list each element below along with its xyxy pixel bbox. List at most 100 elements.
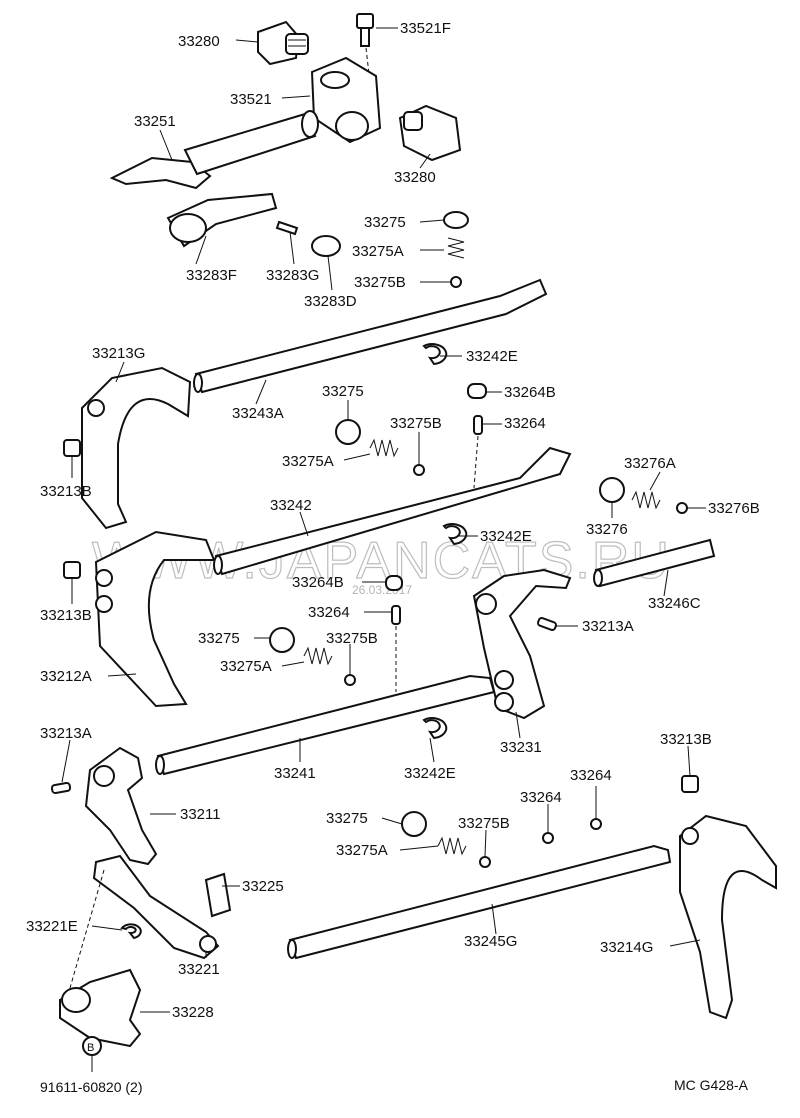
label-33264-a: 33264: [504, 415, 546, 432]
label-33241: 33241: [274, 765, 316, 782]
label-33275-a: 33275: [364, 214, 406, 231]
label-33246c: 33246C: [648, 595, 701, 612]
spring-33275a-a: [447, 237, 465, 259]
label-33521: 33521: [230, 91, 272, 108]
label-33275a-a: 33275A: [352, 243, 404, 260]
label-33275-c: 33275: [198, 630, 240, 647]
plug-33276: [599, 477, 625, 503]
ring-33283d: [311, 235, 341, 257]
pin-33264-a: [473, 415, 483, 435]
label-33275b-d: 33275B: [458, 815, 510, 832]
plug-33275-b: [335, 419, 361, 445]
label-33264-d: 33264: [520, 789, 562, 806]
bolt-33521f: [356, 13, 374, 47]
label-33243a: 33243A: [232, 405, 284, 422]
ring-33242e-c: [422, 717, 448, 740]
label-33251: 33251: [134, 113, 176, 130]
label-33521f: 33521F: [400, 20, 451, 37]
shift-lever-shaft-33251: [109, 110, 319, 190]
bolt-b-mark: B: [87, 1042, 94, 1054]
rod-33245g: [287, 844, 672, 960]
label-33213a-a: 33213A: [582, 618, 634, 635]
shift-head-33521: [310, 56, 382, 144]
ball-33275b-d: [479, 856, 491, 868]
rod-33243a: [193, 278, 548, 394]
clip-33221e: [120, 923, 142, 940]
label-33225: 33225: [242, 878, 284, 895]
figure-code: MC G428-A: [674, 1077, 749, 1093]
bracket-33228: [59, 968, 142, 1048]
plug-33213b-b: [63, 561, 81, 579]
label-33283d: 33283D: [304, 293, 357, 310]
ball-33276b: [676, 502, 688, 514]
pin-33264-b: [391, 605, 401, 625]
label-33275-b: 33275: [322, 383, 364, 400]
label-33213a-b: 33213A: [40, 725, 92, 742]
part-labels: 33280 33521F 33521 33251 33280 33275 332…: [26, 20, 760, 1095]
label-33231: 33231: [500, 739, 542, 756]
label-33214g: 33214G: [600, 939, 653, 956]
label-33242e-a: 33242E: [466, 348, 518, 365]
ball-33264-d: [590, 818, 602, 830]
label-33242e-b: 33242E: [480, 528, 532, 545]
fork-33212a: [94, 530, 216, 708]
label-33264b-a: 33264B: [504, 384, 556, 401]
date-stamp: 26.03.2017: [352, 583, 412, 597]
plug-33283f: [166, 192, 278, 248]
plug-33275-d: [401, 811, 427, 837]
spring-33275a-b: [369, 438, 399, 458]
label-33275a-b: 33275A: [282, 453, 334, 470]
label-33283g: 33283G: [266, 267, 319, 284]
plug-33213b-c: [681, 775, 699, 793]
ball-33275b-c: [344, 674, 356, 686]
pin-33213a-a: [537, 617, 557, 631]
label-33242: 33242: [270, 497, 312, 514]
label-33211: 33211: [180, 806, 221, 823]
lever-33211: [84, 746, 158, 866]
ball-33275b-a: [450, 276, 462, 288]
spring-33275a-d: [437, 836, 467, 856]
label-91611-60820: 91611-60820 (2): [40, 1079, 142, 1095]
ball-33275b-b: [413, 464, 425, 476]
label-33275b-a: 33275B: [354, 274, 406, 291]
plug-33213b-a: [63, 439, 81, 457]
label-33245g: 33245G: [464, 933, 517, 950]
label-33213b-b: 33213B: [40, 607, 92, 624]
pin-33264b-a: [467, 383, 487, 399]
ball-33264-c: [542, 832, 554, 844]
label-33221: 33221: [178, 961, 220, 978]
block-33225: [204, 872, 232, 918]
plug-33280-bottom: [398, 104, 462, 162]
label-33213b-c: 33213B: [660, 731, 712, 748]
ring-33242e-a: [422, 343, 448, 366]
label-33264-b: 33264: [308, 604, 350, 621]
pin-33283g: [275, 220, 299, 236]
fork-33231: [472, 568, 572, 720]
spring-33276a: [631, 490, 661, 510]
spring-33275a-c: [303, 646, 333, 666]
label-33228: 33228: [172, 1004, 214, 1021]
bolt-91611-60820: [82, 1036, 102, 1056]
label-33213g: 33213G: [92, 345, 145, 362]
label-33264b-b: 33264B: [292, 574, 344, 591]
fork-33214g: [679, 814, 777, 1020]
label-33213b-a: 33213B: [40, 483, 92, 500]
label-33275a-c: 33275A: [220, 658, 272, 675]
label-33280-top: 33280: [178, 33, 220, 50]
label-33276: 33276: [586, 521, 628, 538]
label-33275b-b: 33275B: [390, 415, 442, 432]
label-33275a-d: 33275A: [336, 842, 388, 859]
label-33275-d: 33275: [326, 810, 368, 827]
label-33283f: 33283F: [186, 267, 237, 284]
rod-33242: [213, 446, 572, 576]
fork-33213g: [81, 366, 192, 530]
label-33275b-c: 33275B: [326, 630, 378, 647]
label-33242e-c: 33242E: [404, 765, 456, 782]
plug-33275-a: [443, 211, 469, 229]
rod-33246c: [593, 538, 716, 588]
leader-lines: [61, 27, 706, 1072]
pin-33213a-b: [50, 781, 72, 795]
label-33280-bottom: 33280: [394, 169, 436, 186]
label-33264-c: 33264: [570, 767, 612, 784]
